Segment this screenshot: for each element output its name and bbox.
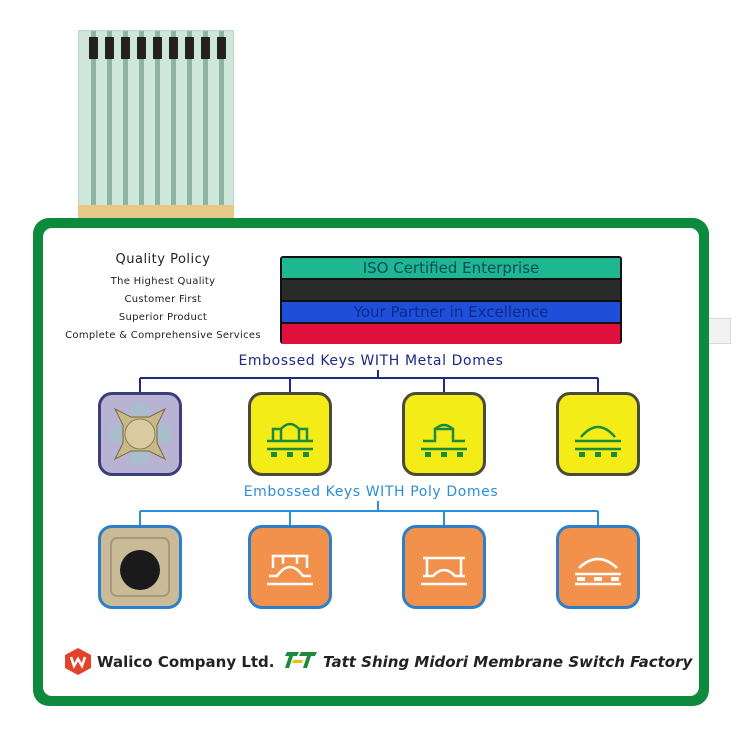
tail-trace (139, 31, 144, 231)
tail-contact-pin (89, 37, 98, 59)
poly-dome-key-clear[interactable] (98, 525, 182, 609)
tail-contact-pin (121, 37, 130, 59)
tail-trace (203, 31, 208, 231)
quality-line-4: Complete & Comprehensive Services (65, 330, 261, 341)
dome-diagram-icon (575, 425, 621, 457)
tail-trace (219, 31, 224, 231)
dome-diagram-icon (267, 422, 313, 457)
poly-key-orange-1[interactable] (248, 525, 332, 609)
key-tree-lines (139, 370, 599, 525)
iso-band-black (282, 280, 620, 300)
walico-logo-icon (65, 648, 91, 675)
metal-dome-key-clear[interactable] (98, 392, 182, 476)
tail-contact-pin (153, 37, 162, 59)
tail-contact-pin (185, 37, 194, 59)
dome-diagram-icon (267, 554, 313, 586)
tail-trace (171, 31, 176, 231)
poly-domes-heading: Embossed Keys WITH Poly Domes (243, 484, 499, 500)
quality-policy-title: Quality Policy (115, 252, 211, 267)
tail-contact-pin (137, 37, 146, 59)
quality-line-3: Superior Product (118, 312, 208, 323)
metal-domes-heading: Embossed Keys WITH Metal Domes (238, 353, 504, 369)
dome-diagram-icon (421, 423, 467, 457)
walico-company-name: Walico Company Ltd. (97, 653, 275, 671)
metal-key-yellow-3[interactable] (556, 392, 640, 476)
membrane-panel: Quality Policy The Highest Quality Custo… (33, 218, 709, 706)
poly-key-orange-3[interactable] (556, 525, 640, 609)
poly-key-orange-2[interactable] (402, 525, 486, 609)
tail-trace (107, 31, 112, 231)
tatt-shing-logo-icon (285, 652, 317, 668)
metal-dome-icon (109, 403, 171, 465)
metal-key-yellow-1[interactable] (248, 392, 332, 476)
panel-face: Quality Policy The Highest Quality Custo… (43, 228, 699, 696)
tail-trace (155, 31, 160, 231)
metal-key-yellow-2[interactable] (402, 392, 486, 476)
quality-line-2: Customer First (124, 294, 202, 305)
dome-diagram-icon (575, 557, 621, 586)
tail-contact-pin (105, 37, 114, 59)
tail-trace (123, 31, 128, 231)
tatt-shing-company-name: Tatt Shing Midori Membrane Switch Factor… (323, 653, 693, 671)
tail-trace (187, 31, 192, 231)
iso-band-blue: Your Partner in Excellence (282, 302, 620, 322)
tail-contact-pin (169, 37, 178, 59)
quality-line-1: The Highest Quality (110, 276, 216, 287)
tail-contact-pin (201, 37, 210, 59)
dome-diagram-icon (421, 556, 467, 586)
iso-band-red (282, 324, 620, 344)
iso-band-teal: ISO Certified Enterprise (282, 258, 620, 278)
tail-trace (91, 31, 96, 231)
iso-window: ISO Certified Enterprise Your Partner in… (280, 256, 622, 344)
poly-dome-icon (110, 537, 170, 597)
tail-contact-pin (217, 37, 226, 59)
flex-tail-connector (78, 30, 234, 231)
